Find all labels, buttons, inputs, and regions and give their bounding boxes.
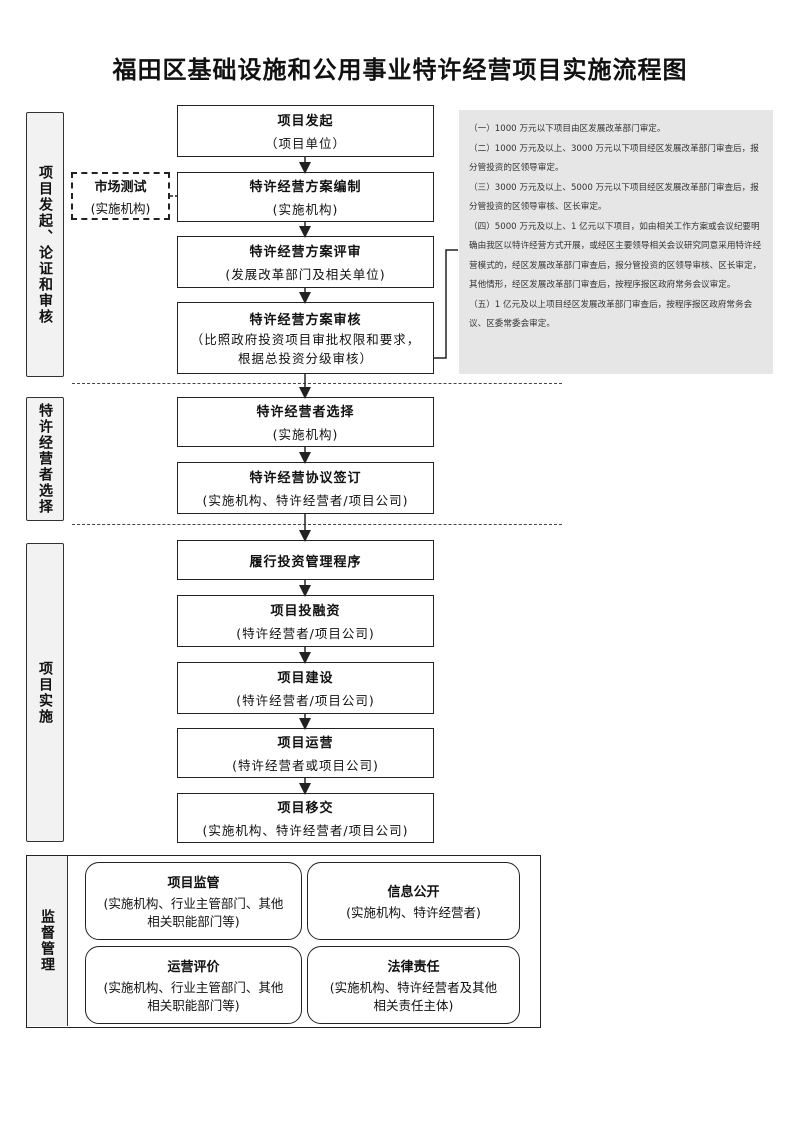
note-item: （二）1000 万元及以上、3000 万元以下项目经区发展改革部门审查后，报分管… bbox=[469, 143, 759, 174]
step-transfer: 项目移交 (实施机构、特许经营者/项目公司) bbox=[177, 793, 434, 843]
step-sub: （比照政府投资项目审批权限和要求，根据总投资分级审核） bbox=[190, 331, 421, 366]
step-plan-drafting: 特许经营方案编制 (实施机构) bbox=[177, 172, 434, 222]
market-test-sub: (实施机构) bbox=[90, 200, 151, 216]
stage-divider bbox=[72, 383, 562, 384]
stage-label-text: 项目发起、论证和审核 bbox=[37, 164, 53, 325]
note-item: （五）1 亿元及以上项目经区发展改革部门审查后，按程序报区政府常务会议、区委常委… bbox=[469, 299, 753, 330]
step-sub: (发展改革部门及相关单位) bbox=[225, 267, 386, 282]
stage-label-supervision: 监督管理 bbox=[27, 856, 68, 1026]
step-title: 特许经营者选择 bbox=[256, 405, 355, 420]
page-title: 福田区基础设施和公用事业特许经营项目实施流程图 bbox=[112, 56, 688, 84]
step-title: 特许经营方案编制 bbox=[249, 180, 362, 195]
supervision-title: 运营评价 bbox=[167, 959, 220, 975]
step-operator-selection: 特许经营者选择 (实施机构) bbox=[177, 397, 434, 447]
stage-label-text: 项目实施 bbox=[37, 660, 53, 725]
stage-label-implementation: 项目实施 bbox=[26, 543, 64, 842]
step-project-initiation: 项目发起 （项目单位） bbox=[177, 105, 434, 157]
step-title: 特许经营方案评审 bbox=[249, 245, 362, 260]
supervision-sub: (实施机构、特许经营者及其他相关责任主体) bbox=[329, 979, 498, 1013]
market-test-title: 市场测试 bbox=[94, 179, 147, 195]
step-construction: 项目建设 (特许经营者/项目公司) bbox=[177, 662, 434, 714]
note-item: （三）3000 万元及以上、5000 万元以下项目经区发展改革部门审查后，报分管… bbox=[469, 182, 759, 213]
step-financing: 项目投融资 (特许经营者/项目公司) bbox=[177, 595, 434, 647]
step-investment-procedure: 履行投资管理程序 bbox=[177, 540, 434, 580]
supervision-item-legal-liability: 法律责任 (实施机构、特许经营者及其他相关责任主体) bbox=[307, 946, 520, 1024]
step-title: 项目发起 bbox=[277, 114, 334, 129]
approval-notes-panel: （一）1000 万元以下项目由区发展改革部门审定。 （二）1000 万元及以上、… bbox=[459, 110, 773, 374]
step-plan-review: 特许经营方案评审 (发展改革部门及相关单位) bbox=[177, 236, 434, 288]
supervision-sub: (实施机构、行业主管部门、其他相关职能部门等) bbox=[103, 979, 284, 1013]
supervision-item-disclosure: 信息公开 (实施机构、特许经营者) bbox=[307, 862, 520, 940]
step-sub: （项目单位） bbox=[264, 136, 346, 151]
note-item: （四）5000 万元及以上、1 亿元以下项目，如由相关工作方案或会议纪要明确由我… bbox=[469, 221, 762, 291]
note-item: （一）1000 万元以下项目由区发展改革部门审定。 bbox=[469, 124, 666, 134]
step-operation: 项目运营 (特许经营者或项目公司) bbox=[177, 728, 434, 778]
step-sub: (实施机构) bbox=[272, 427, 339, 442]
supervision-section: 监督管理 项目监管 (实施机构、行业主管部门、其他相关职能部门等) 信息公开 (… bbox=[26, 855, 541, 1028]
step-title: 特许经营方案审核 bbox=[249, 312, 362, 328]
stage-divider bbox=[72, 524, 562, 525]
step-title: 项目运营 bbox=[277, 736, 334, 751]
supervision-item-evaluation: 运营评价 (实施机构、行业主管部门、其他相关职能部门等) bbox=[85, 946, 302, 1024]
notes-bracket bbox=[434, 249, 458, 359]
step-title: 项目投融资 bbox=[270, 604, 341, 619]
supervision-title: 项目监管 bbox=[167, 875, 220, 891]
step-sub: (实施机构、特许经营者/项目公司) bbox=[202, 493, 409, 508]
stage-label-initiation: 项目发起、论证和审核 bbox=[26, 112, 64, 377]
step-title: 履行投资管理程序 bbox=[249, 554, 362, 570]
stage-label-text: 特许经营者选择 bbox=[37, 403, 53, 515]
step-sub: (特许经营者/项目公司) bbox=[236, 626, 375, 641]
step-sub: (特许经营者或项目公司) bbox=[232, 758, 379, 773]
step-sub: (实施机构、特许经营者/项目公司) bbox=[202, 823, 409, 838]
step-title: 特许经营协议签订 bbox=[249, 471, 362, 486]
supervision-item-project-supervision: 项目监管 (实施机构、行业主管部门、其他相关职能部门等) bbox=[85, 862, 302, 940]
supervision-sub: (实施机构、行业主管部门、其他相关职能部门等) bbox=[103, 895, 284, 929]
step-sub: (特许经营者/项目公司) bbox=[236, 693, 375, 708]
step-title: 项目移交 bbox=[277, 801, 334, 816]
stage-label-text: 监督管理 bbox=[39, 909, 55, 973]
step-plan-audit: 特许经营方案审核 （比照政府投资项目审批权限和要求，根据总投资分级审核） bbox=[177, 302, 434, 374]
step-sub: (实施机构) bbox=[272, 202, 339, 217]
supervision-title: 信息公开 bbox=[387, 884, 440, 900]
stage-label-selection: 特许经营者选择 bbox=[26, 397, 64, 521]
supervision-sub: (实施机构、特许经营者) bbox=[346, 904, 481, 920]
supervision-title: 法律责任 bbox=[387, 959, 440, 975]
step-title: 项目建设 bbox=[277, 671, 334, 686]
market-test-box: 市场测试 (实施机构) bbox=[71, 172, 170, 220]
